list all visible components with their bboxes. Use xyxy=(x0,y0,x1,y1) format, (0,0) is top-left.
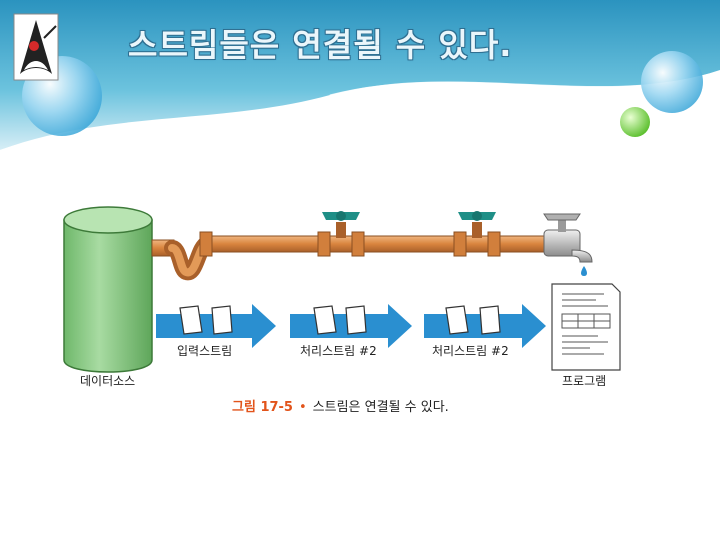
figure-caption: 그림 17-5 • 스트림은 연결될 수 있다. xyxy=(232,396,449,415)
data-page xyxy=(179,305,501,335)
data-source-label: 데이터소스 xyxy=(80,374,136,388)
data-source-tank xyxy=(63,206,153,373)
stream-label-1: 입력스트림 xyxy=(177,344,233,358)
decor-bubble-right xyxy=(641,51,703,113)
program-document xyxy=(551,283,621,371)
caption-bullet: • xyxy=(298,400,307,415)
stream-label-3: 처리스트림 #2 xyxy=(432,344,509,358)
caption-text: 스트림은 연결될 수 있다. xyxy=(312,400,449,415)
faucet xyxy=(543,213,593,276)
caption-figure-number: 그림 17-5 xyxy=(232,400,293,415)
valve-2 xyxy=(458,211,496,238)
program-label: 프로그램 xyxy=(562,374,607,388)
slide-title: 스트림들은 연결될 수 있다. xyxy=(128,26,513,64)
java-mascot-logo xyxy=(13,13,59,81)
decor-bubble-green xyxy=(620,107,650,137)
pipe-line xyxy=(151,231,553,281)
stream-label-2: 처리스트림 #2 xyxy=(300,344,377,358)
header-background xyxy=(0,0,720,150)
valve-1 xyxy=(322,211,360,238)
